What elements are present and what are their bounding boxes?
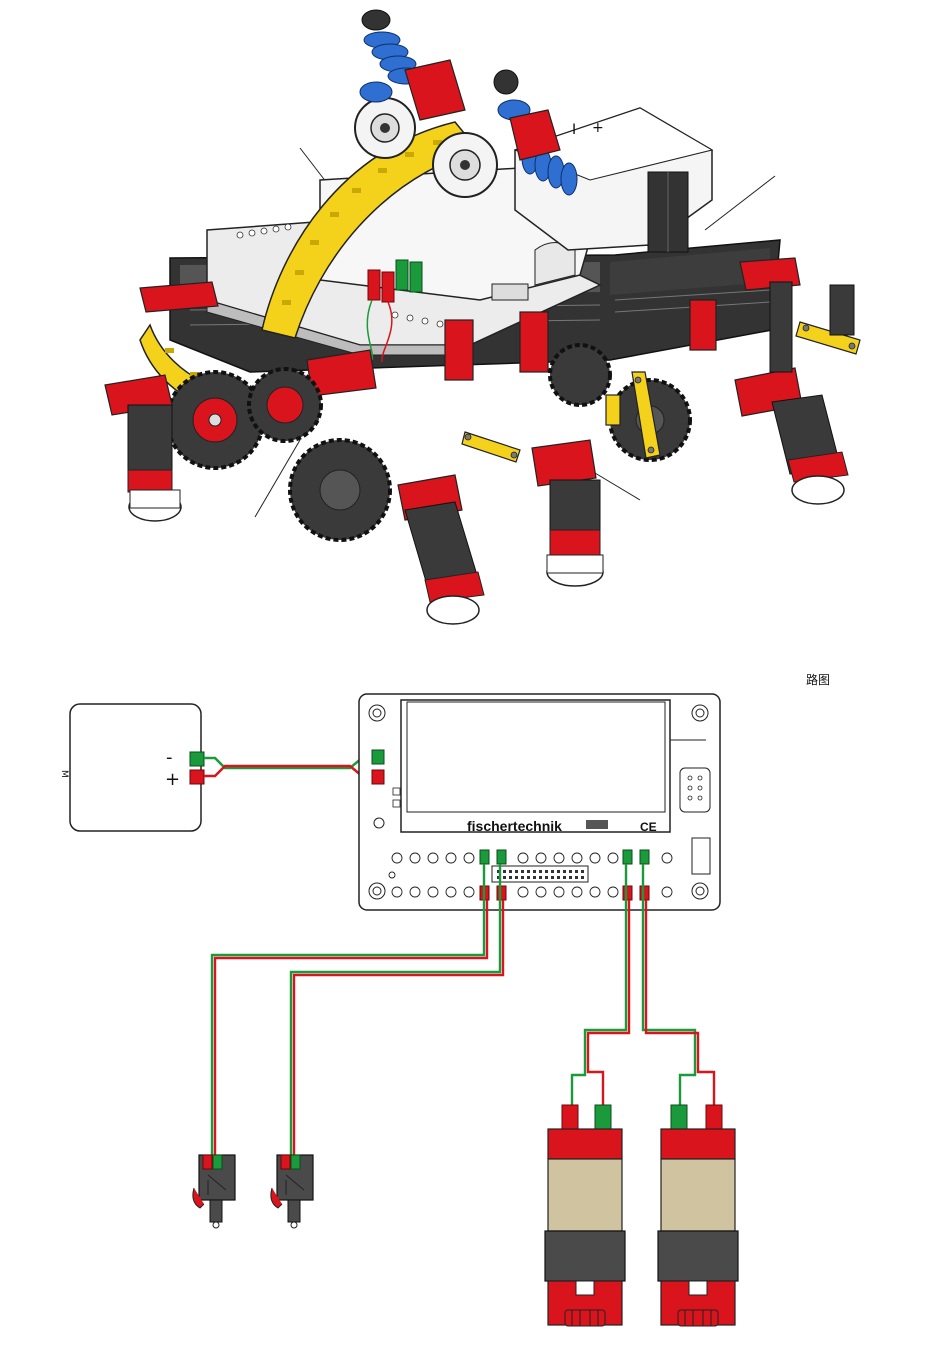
controller-ce-mark: CE xyxy=(640,820,657,834)
wiring-diagram: - + M fischertechnik CE xyxy=(59,694,738,1326)
robot-assembly-illustration: I + xyxy=(105,10,860,624)
battery-icon: - + M xyxy=(59,704,204,831)
switch-icon xyxy=(271,1155,313,1228)
diagram-caption: 路图 xyxy=(806,671,830,688)
svg-text:+: + xyxy=(592,120,604,136)
battery-side-mark: M xyxy=(59,770,69,778)
controller-brand-label: fischertechnik xyxy=(467,818,562,834)
battery-minus-label: - xyxy=(166,747,173,768)
motor-icon xyxy=(658,1105,738,1326)
controller-board-icon: fischertechnik CE xyxy=(359,694,720,910)
switch-icon xyxy=(193,1155,235,1228)
motor-icon xyxy=(545,1105,625,1326)
svg-text:I: I xyxy=(572,122,576,138)
battery-plus-label: + xyxy=(165,769,180,790)
